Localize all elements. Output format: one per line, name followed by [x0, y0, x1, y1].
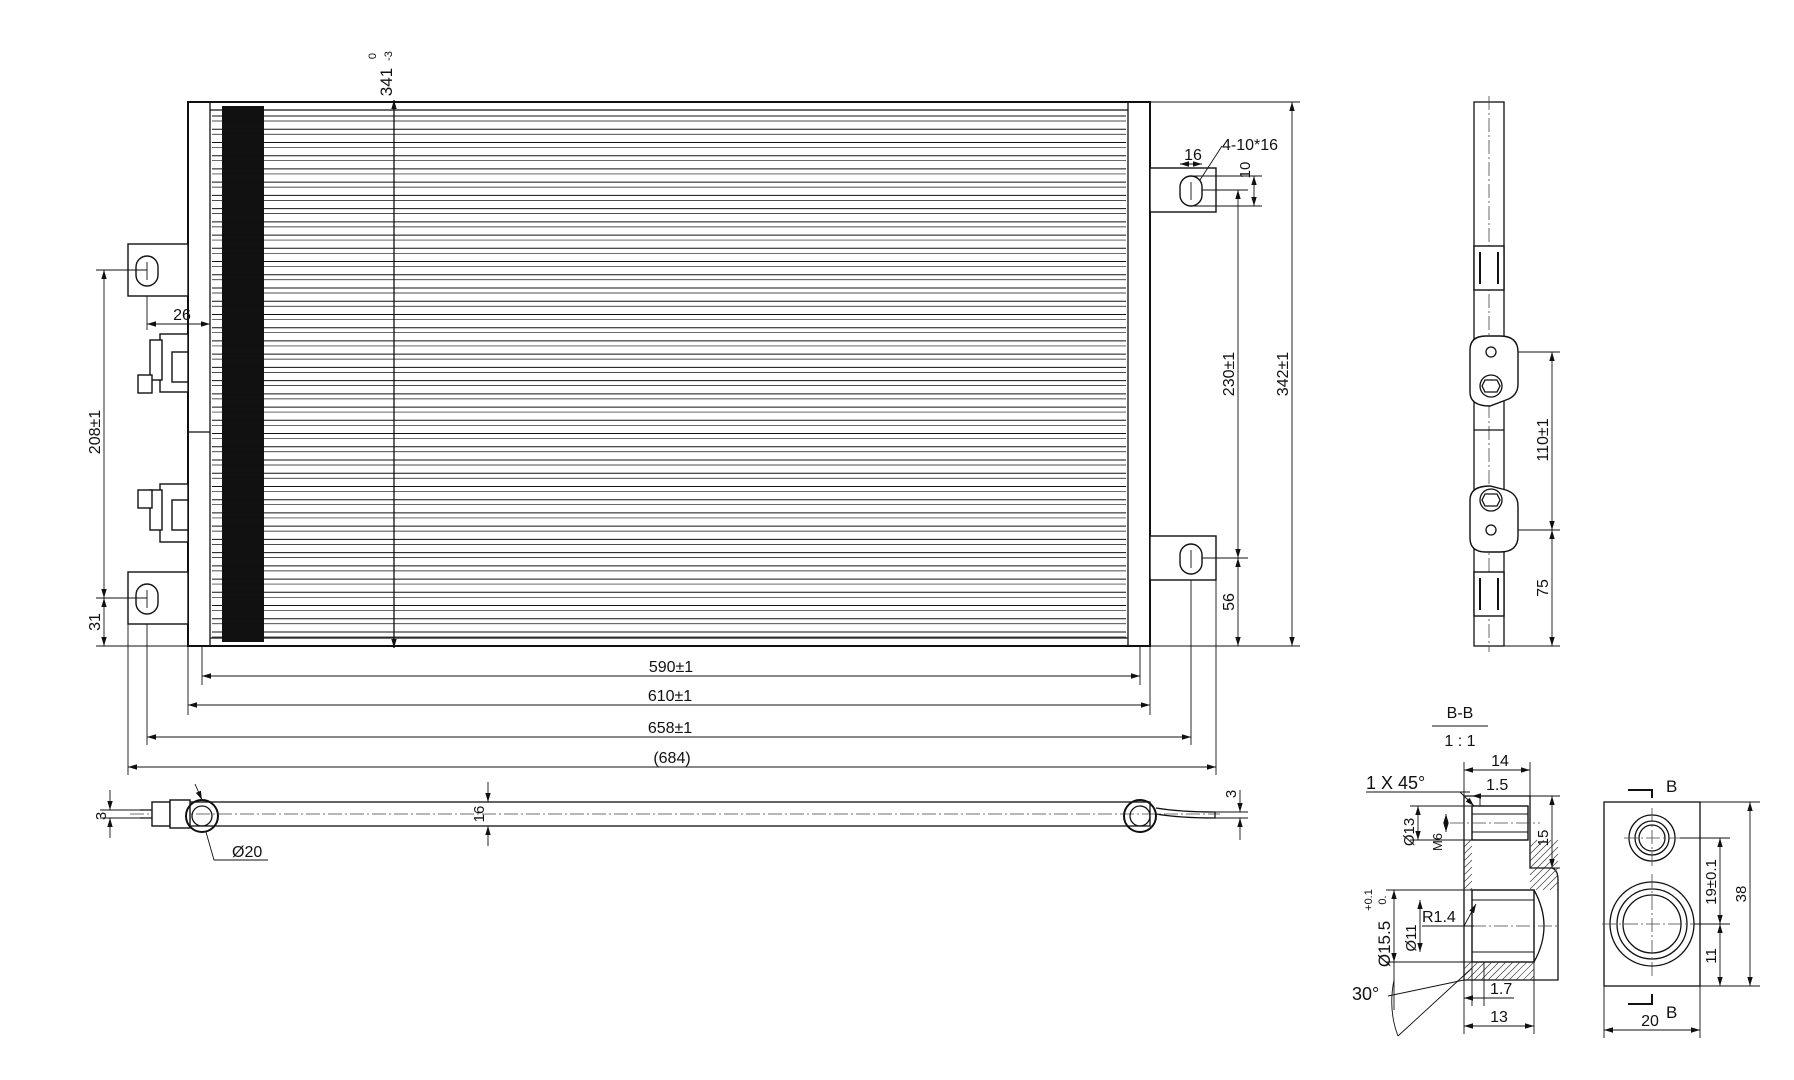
hatch-line: [1529, 846, 1559, 876]
dim-top-tol-lower: -3: [383, 51, 395, 61]
hatch-line: [1466, 961, 1486, 981]
inlet-fitting: [137, 333, 189, 394]
dim-section-d11: Ø11: [1403, 924, 1420, 951]
outlet-fitting: [137, 483, 189, 543]
fin-strip: [222, 106, 264, 642]
dim-width-core: 590±1: [649, 659, 693, 676]
dim-flange-19: 19±0.1: [1703, 859, 1720, 905]
bottom-view: 3 3 16 Ø20: [93, 782, 1248, 861]
dim-top-main: 341: [377, 68, 396, 96]
hatch-line: [1542, 874, 1559, 891]
hatch-line: [1494, 961, 1514, 981]
pipe-circle-left: [185, 799, 219, 833]
tube-lines: [212, 115, 1126, 638]
dim-section-1-5: 1.5: [1486, 777, 1508, 794]
dim-chamfer: 1 X 45°: [1366, 773, 1425, 793]
dim-bottom-right-3: 3: [1223, 790, 1240, 798]
hatch-line: [1463, 845, 1473, 855]
dim-offset-26: 26: [173, 307, 191, 324]
section-hatch: [1463, 839, 1559, 981]
hatch-line: [1529, 839, 1552, 862]
slot-note: 4-10*16: [1222, 137, 1278, 154]
dim-section-1-7: 1.7: [1490, 981, 1512, 998]
dim-side-75: 75: [1535, 579, 1552, 597]
dim-width-brackets: 658±1: [648, 720, 692, 737]
dim-diameter-20: Ø20: [232, 844, 262, 861]
dim-width-tanks: 610±1: [648, 688, 692, 705]
hatch-line: [1487, 961, 1507, 981]
dim-section-r1-4: R1.4: [1422, 909, 1456, 926]
dim-height-brackets-left: 208±1: [87, 410, 104, 454]
front-view: 341 0 -3 590±1 610±1 658±1 (684) 342±1: [87, 51, 1300, 775]
hatch-line: [1556, 888, 1559, 891]
hatch-line: [1522, 968, 1535, 981]
condenser-frame: [187, 101, 1151, 647]
label-b-bottom: B: [1666, 1003, 1677, 1022]
dim-slot-10: 10: [1237, 162, 1254, 179]
hatch-line: [1463, 873, 1473, 883]
dim-width-overall: (684): [653, 750, 690, 767]
flange-block: [1603, 801, 1701, 987]
side-fitting-upper: [1469, 335, 1519, 407]
side-view: 110±1 75: [1469, 96, 1560, 652]
hatch-line: [1463, 880, 1473, 890]
left-tank: [187, 101, 211, 647]
hatch-line: [1515, 961, 1535, 981]
flange-view: B B 19±0.1 11 38 20: [1602, 777, 1760, 1038]
dim-height-brackets-right: 230±1: [1221, 352, 1238, 396]
dim-bottom-right: 56: [1221, 593, 1238, 611]
tol-lower: 0.: [1377, 895, 1389, 904]
dim-bottom-left: 31: [87, 613, 104, 631]
section-bb: B-B 1 : 1 14 1 X 45° 1.5: [1352, 705, 1560, 1037]
hatch-line: [1501, 961, 1521, 981]
hatch-line: [1463, 859, 1473, 869]
dim-bottom-left-3: 3: [93, 812, 110, 820]
dim-side-110: 110±1: [1535, 418, 1552, 461]
hatch-line: [1529, 839, 1545, 855]
dim-flange-11: 11: [1703, 948, 1720, 964]
hatch-line: [1529, 975, 1535, 981]
dim-bottom-16: 16: [471, 806, 488, 823]
hatch-line: [1508, 961, 1528, 981]
dim-section-m6: M6: [1430, 833, 1445, 851]
hatch-line: [1463, 852, 1473, 862]
section-scale: 1 : 1: [1444, 733, 1475, 750]
hatch-line: [1463, 866, 1473, 876]
section-title: B-B: [1447, 705, 1474, 722]
dim-flange-38: 38: [1733, 886, 1750, 903]
pipe-circle-right: [1123, 799, 1157, 833]
dim-flange-20: 20: [1641, 1013, 1659, 1030]
side-fitting-lower: [1469, 485, 1519, 553]
tol-upper: +0.1: [1363, 889, 1375, 911]
hatch-line: [1463, 961, 1472, 970]
dim-section-13: 13: [1490, 1009, 1508, 1026]
hatch-line: [1463, 839, 1472, 848]
label-b-top: B: [1666, 777, 1677, 796]
dim-section-d13: Ø13: [1401, 818, 1418, 846]
hatch-line: [1549, 881, 1559, 891]
right-tank: [1127, 101, 1151, 647]
hatch-line: [1529, 860, 1559, 890]
dim-section-d15-5: Ø15.5: [1375, 921, 1394, 967]
dim-section-14: 14: [1491, 753, 1509, 770]
hatch-line: [1535, 867, 1559, 891]
dim-section-angle: 30°: [1352, 984, 1379, 1004]
dim-section-15: 15: [1535, 830, 1552, 847]
hatch-line: [1529, 839, 1538, 848]
dim-top-tol-upper: 0: [367, 53, 379, 59]
hatch-line: [1473, 961, 1493, 981]
dim-height-total: 342±1: [1275, 352, 1292, 396]
dim-slot-16: 16: [1184, 147, 1202, 164]
